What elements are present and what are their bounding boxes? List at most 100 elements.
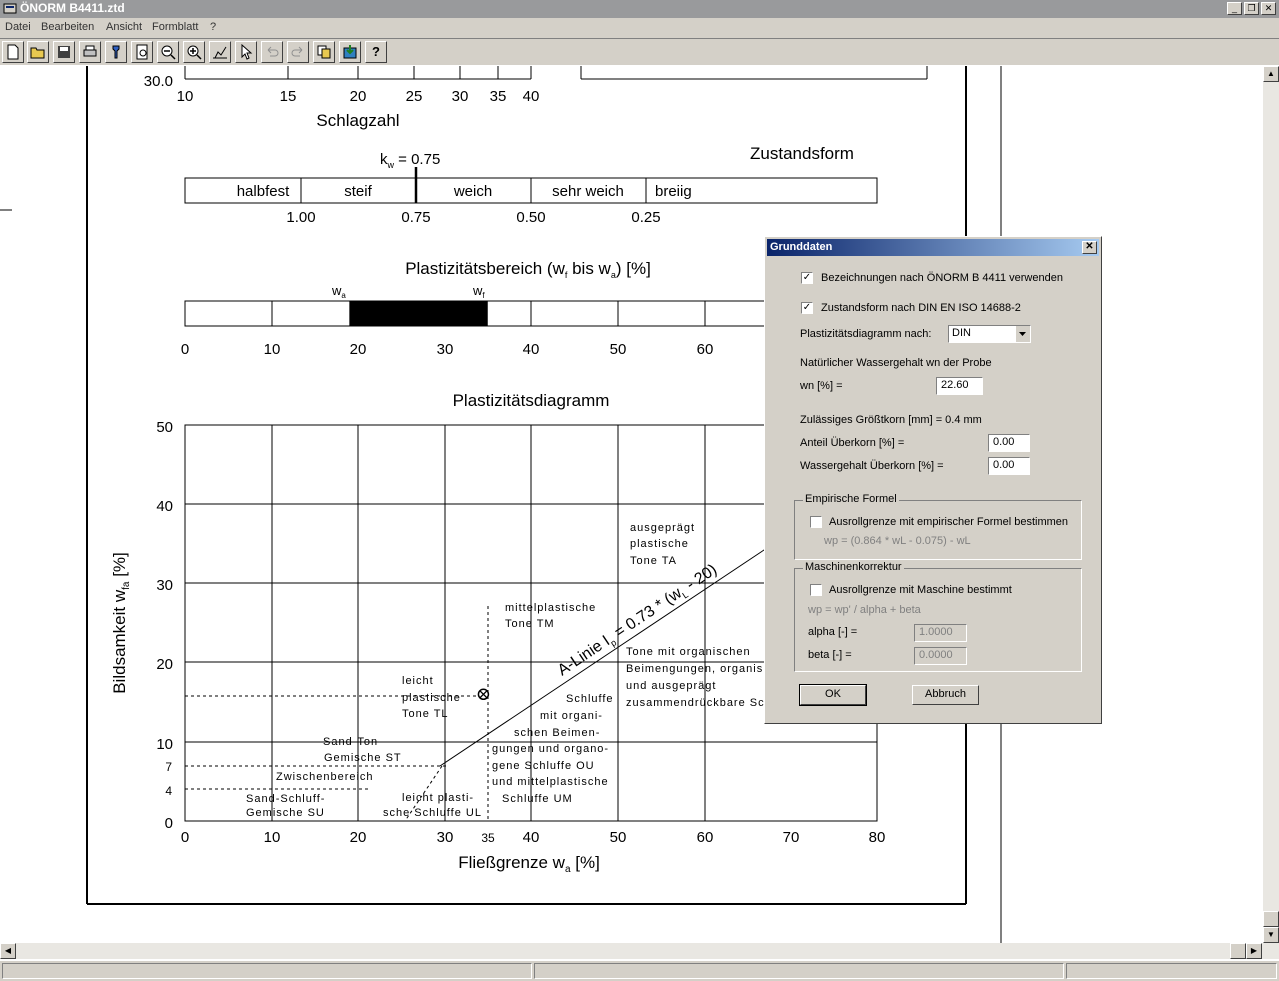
undo-button[interactable] <box>261 41 283 63</box>
zustand-title: Zustandsform <box>750 144 854 163</box>
wn-input[interactable]: 22.60 <box>936 377 983 395</box>
redo-button[interactable] <box>287 41 309 63</box>
wa-label: wa <box>331 283 346 300</box>
x-tick: 10 <box>264 829 281 846</box>
anteil-input[interactable]: 0.00 <box>988 434 1030 452</box>
minimize-button[interactable]: _ <box>1227 2 1242 15</box>
menu-bearbeiten[interactable]: Bearbeiten <box>41 21 95 33</box>
pointer-button[interactable] <box>235 41 257 63</box>
plast-diagram-value: DIN <box>952 327 971 339</box>
region-label: Schluffe UM <box>502 793 573 805</box>
ok-button[interactable]: OK <box>799 684 867 706</box>
region-label: Tone TM <box>505 618 555 630</box>
pb-tick: 10 <box>264 341 281 358</box>
status-pane <box>2 963 532 979</box>
x-tick: 70 <box>783 829 800 846</box>
zoom-out-button[interactable] <box>157 41 179 63</box>
maschine-checkbox-label: Ausrollgrenze mit Maschine bestimmt <box>829 584 1012 596</box>
schlag-tick: 10 <box>177 88 194 105</box>
help-button[interactable]: ? <box>365 41 387 63</box>
toolbar: ? <box>0 39 1279 65</box>
schlag-tick: 30 <box>452 88 469 105</box>
dialog-title-bar: Grunddaten ✕ <box>767 239 1099 256</box>
wf-label: wf <box>472 283 485 300</box>
zustandsform-checkbox[interactable]: ✓ <box>801 302 813 314</box>
region-label: Beimengungen, organis <box>626 663 763 675</box>
app-icon <box>3 3 17 14</box>
wn-heading: Natürlicher Wassergehalt wn der Probe <box>800 357 992 369</box>
new-button[interactable] <box>2 41 24 63</box>
chevron-down-icon <box>1019 332 1026 336</box>
save-button[interactable] <box>53 41 75 63</box>
dropdown-button[interactable] <box>1015 326 1030 342</box>
alpha-input[interactable]: 1.0000 <box>914 624 967 642</box>
schlag-y-value: 30.0 <box>144 73 173 90</box>
export-button[interactable] <box>339 41 361 63</box>
preview-button[interactable] <box>131 41 153 63</box>
zustand-tick: 0.75 <box>401 209 430 226</box>
menu-bar: Datei Bearbeiten Ansicht Formblatt ? <box>0 18 1279 39</box>
region-label: Zwischenbereich <box>276 771 374 783</box>
maschine-checkbox[interactable] <box>810 584 822 596</box>
y-tick: 0 <box>165 815 173 832</box>
close-button[interactable]: ✕ <box>1261 2 1276 15</box>
hscroll-thumb[interactable] <box>1230 943 1246 959</box>
empirische-formel-group: Empirische Formel Ausrollgrenze mit empi… <box>794 493 1082 560</box>
pb-tick: 60 <box>697 341 714 358</box>
pb-tick: 0 <box>181 341 189 358</box>
dialog-close-button[interactable]: ✕ <box>1082 241 1097 254</box>
open-button[interactable] <box>27 41 49 63</box>
region-label: Gemische ST <box>324 752 402 764</box>
pb-tick: 50 <box>610 341 627 358</box>
chart-button[interactable] <box>209 41 231 63</box>
scroll-thumb[interactable] <box>1263 911 1279 927</box>
empirische-checkbox[interactable] <box>810 516 822 528</box>
zustand-tick: 1.00 <box>286 209 315 226</box>
alpha-label: alpha [-] = <box>808 626 858 638</box>
plast-bereich-title: Plastizitätsbereich (wf bis wa) [%] <box>405 259 651 280</box>
schlag-tick: 35 <box>490 88 507 105</box>
print-button[interactable] <box>79 41 101 63</box>
beta-input[interactable]: 0.0000 <box>914 647 967 665</box>
scroll-down-button[interactable]: ▼ <box>1263 927 1279 943</box>
oenorm-checkbox[interactable]: ✓ <box>801 272 813 284</box>
region-label: leicht plasti- <box>402 792 474 804</box>
sheet-canvas: 30.0 10 15 20 25 30 35 40 Schlagzahl Zus… <box>0 66 1002 943</box>
zoom-in-button[interactable] <box>183 41 205 63</box>
pb-tick: 30 <box>437 341 454 358</box>
undo-icon <box>267 46 279 57</box>
plast-diagram-label: Plastizitätsdiagramm nach: <box>800 328 932 340</box>
wasser-input[interactable]: 0.00 <box>988 457 1030 475</box>
scroll-up-button[interactable]: ▲ <box>1263 66 1279 82</box>
anteil-label: Anteil Überkorn [%] = <box>800 437 905 449</box>
cancel-button[interactable]: Abbruch <box>912 685 979 705</box>
region-label: Gemische SU <box>246 807 325 819</box>
menu-formblatt[interactable]: Formblatt <box>152 21 199 33</box>
menu-datei[interactable]: Datei <box>5 21 31 33</box>
pb-tick: 40 <box>523 341 540 358</box>
region-label: gene Schluffe OU <box>492 760 595 772</box>
zoom-in-icon <box>187 45 202 60</box>
zustand-segment: weich <box>453 183 492 200</box>
empirische-checkbox-label: Ausrollgrenze mit empirischer Formel bes… <box>829 516 1069 528</box>
region-label: sche Schluffe UL <box>383 807 482 819</box>
restore-button[interactable]: ❐ <box>1244 2 1259 15</box>
menu-help[interactable]: ? <box>210 21 217 33</box>
y-tick: 4 <box>165 784 172 798</box>
help-icon: ? <box>372 44 380 59</box>
grunddaten-dialog: Grunddaten ✕ ✓ Bezeichnungen nach ÖNORM … <box>764 236 1102 724</box>
horizontal-scrollbar[interactable]: ◀ ▶ <box>0 943 1279 959</box>
copy-button[interactable] <box>313 41 335 63</box>
schlag-tick: 15 <box>280 88 297 105</box>
tool-button[interactable] <box>105 41 127 63</box>
vertical-scrollbar[interactable]: ▲ ▼ <box>1263 66 1279 943</box>
pointer-icon <box>241 44 253 60</box>
preview-icon <box>136 44 148 60</box>
menu-ansicht[interactable]: Ansicht <box>106 21 143 33</box>
zustand-segment: halbfest <box>237 183 290 200</box>
new-icon <box>7 44 19 60</box>
scroll-left-button[interactable]: ◀ <box>0 943 16 959</box>
scroll-right-button[interactable]: ▶ <box>1246 943 1262 959</box>
plast-diagram-select[interactable]: DIN <box>948 325 1031 343</box>
x-tick: 20 <box>350 829 367 846</box>
